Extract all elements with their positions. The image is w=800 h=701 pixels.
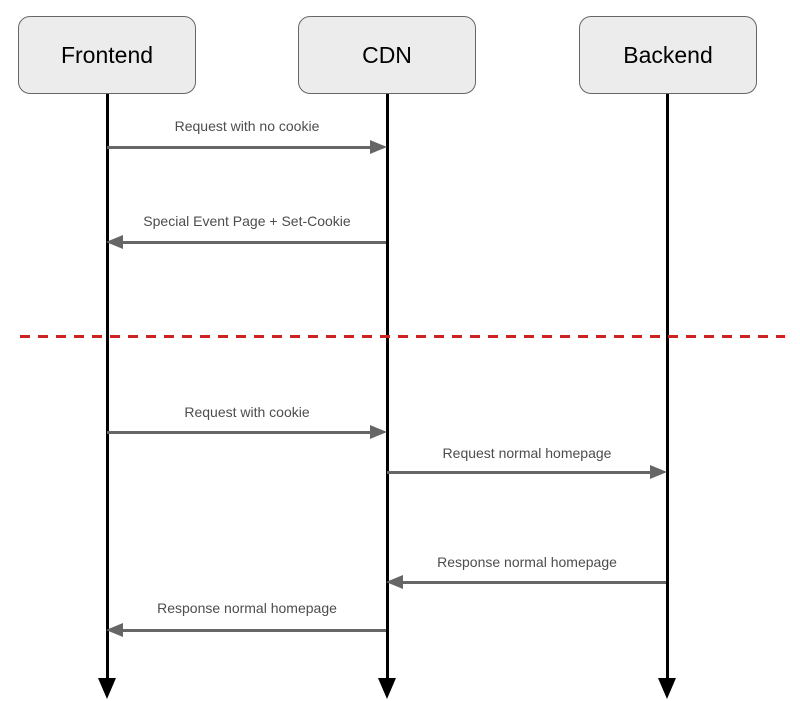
lifeline-backend-arrowhead-icon [658,678,676,699]
message-line [122,241,386,244]
lifeline-frontend [105,94,109,679]
arrowhead-left-icon [106,235,123,249]
arrowhead-left-icon [386,575,403,589]
arrowhead-left-icon [106,623,123,637]
message-label: Request normal homepage [442,445,612,461]
actor-label-backend: Backend [623,41,713,68]
arrowhead-right-icon [650,465,667,479]
actor-box-frontend: Frontend [18,16,196,94]
actor-box-cdn: CDN [298,16,476,94]
actor-box-backend: Backend [579,16,757,94]
message-line [107,431,371,434]
lifeline-cdn-arrowhead-icon [378,678,396,699]
lifeline-cdn [385,94,389,679]
actor-label-cdn: CDN [362,41,412,68]
message-label: Request with cookie [184,404,310,420]
phase-divider-line [20,335,785,338]
message-line [402,581,666,584]
message-line [107,146,371,149]
actor-label-frontend: Frontend [60,41,154,68]
message-line [122,629,386,632]
message-label: Response normal homepage [437,554,617,570]
message-label: Special Event Page + Set-Cookie [143,213,351,229]
message-label: Request with no cookie [174,118,320,134]
message-label: Response normal homepage [157,600,337,616]
lifeline-frontend-arrowhead-icon [98,678,116,699]
message-line [387,471,651,474]
arrowhead-right-icon [370,140,387,154]
lifeline-backend [665,94,669,679]
arrowhead-right-icon [370,425,387,439]
